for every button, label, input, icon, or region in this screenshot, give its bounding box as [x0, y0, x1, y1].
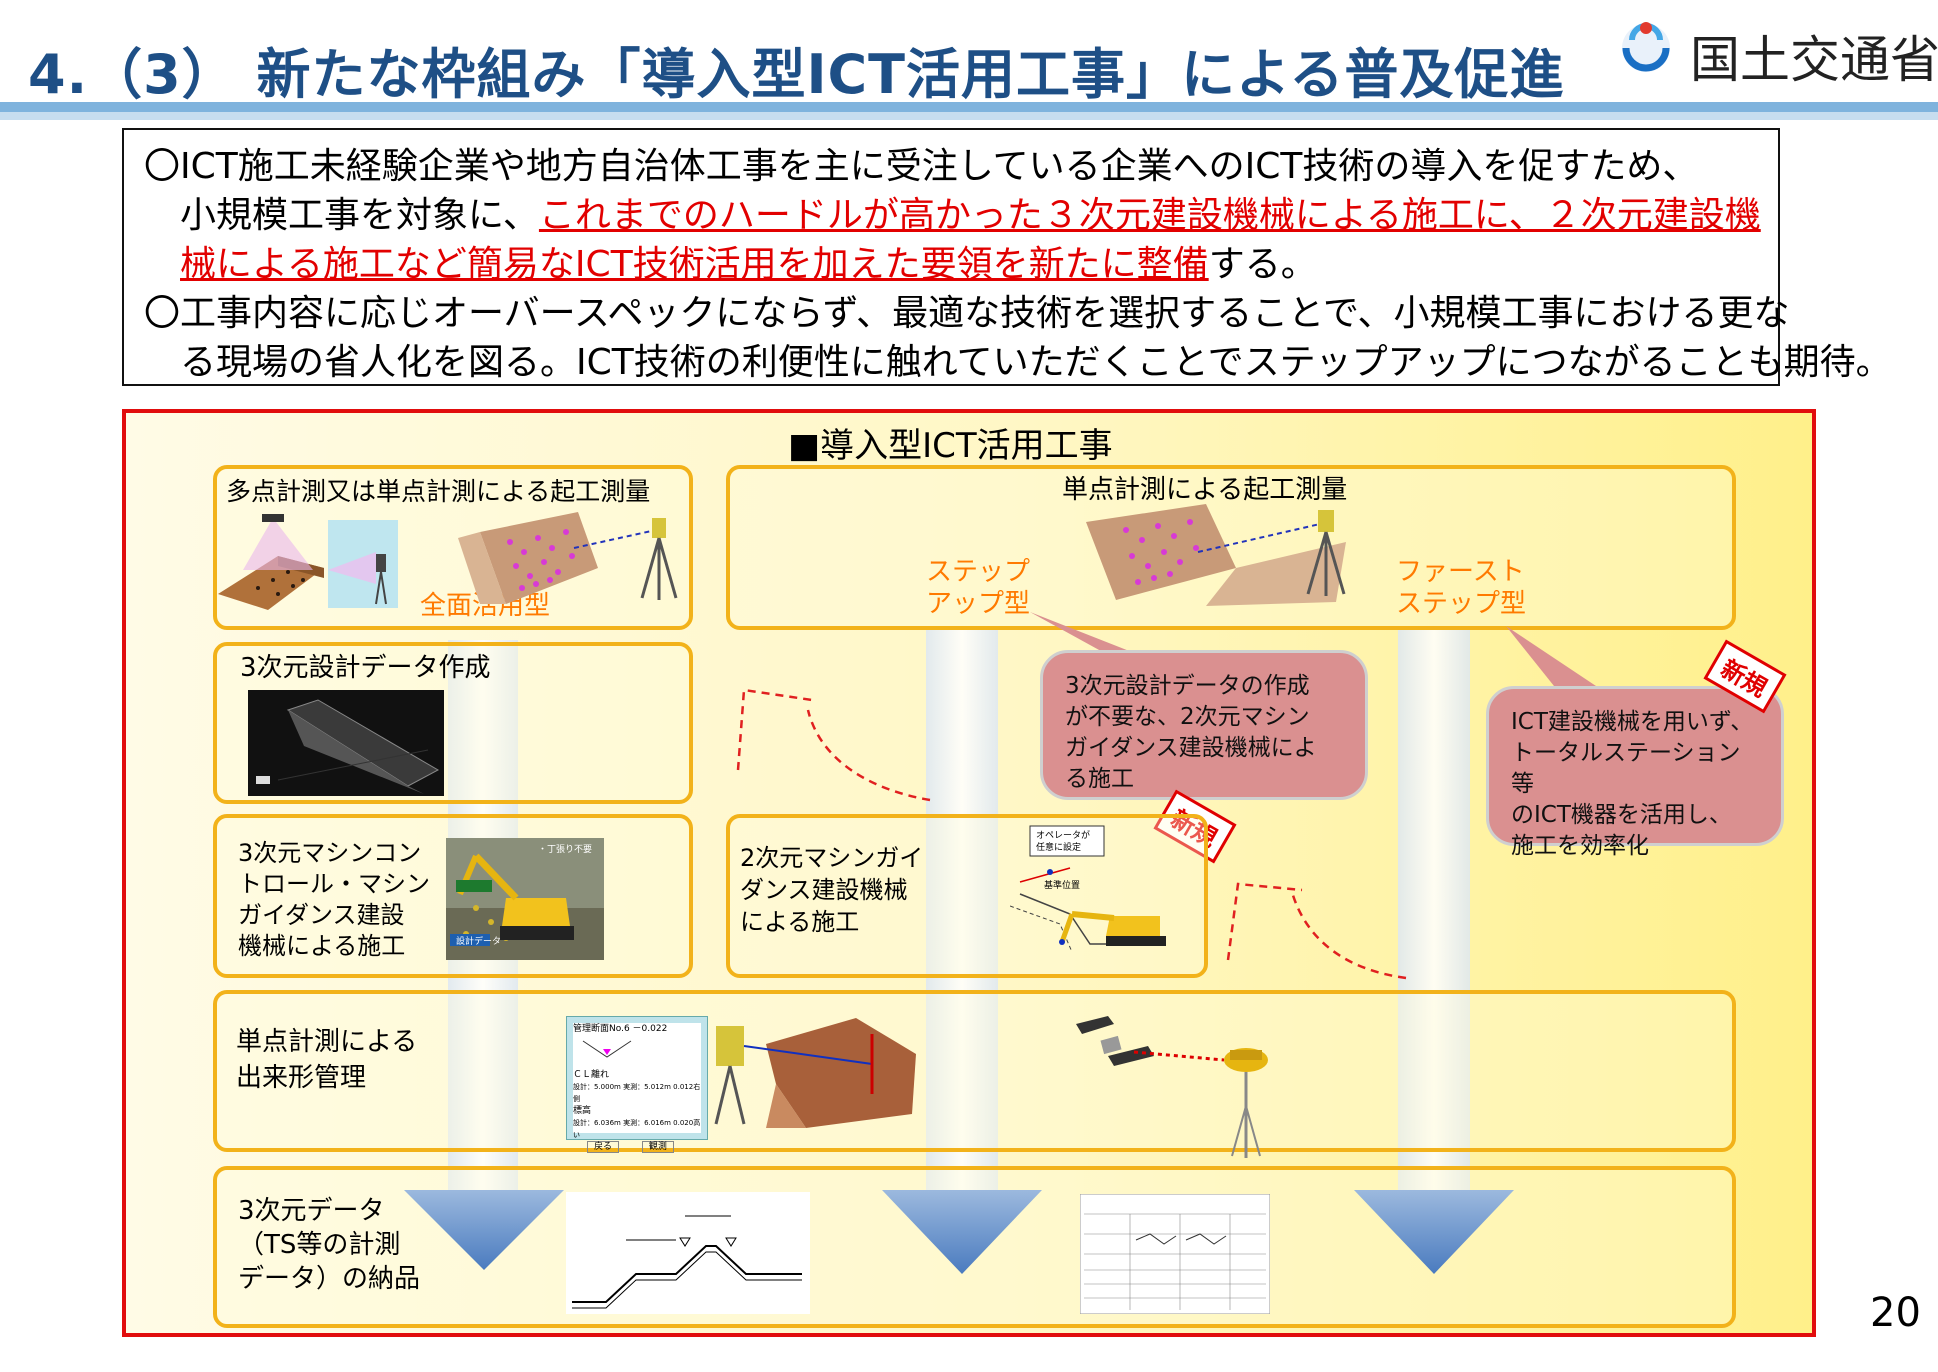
intro-line-5: る現場の省人化を図る。ICT技術の利便性に触れていただくことでステップアップにつ…	[144, 338, 1892, 387]
mg2d-line: による施工	[740, 908, 860, 936]
single-point-mgmt-box	[213, 990, 1736, 1152]
intro-line-3: 械による施工など簡易なICT技術活用を加えた要領を新たに整備する。	[144, 240, 1317, 289]
intro-highlight: これまでのハードルが高かった３次元建設機械による施工に、２次元建設機	[538, 195, 1761, 236]
mgmt-line: 単点計測による	[236, 1027, 418, 1057]
design-data-image	[248, 690, 444, 796]
bubble-text: が不要な、2次元マシン	[1065, 704, 1310, 730]
flow-column-first	[1398, 628, 1470, 1200]
mgmt-line: 出来形管理	[236, 1063, 367, 1093]
dashed-arrow-right	[1226, 882, 1407, 980]
intro-text: 小規模工事を対象に、	[144, 195, 539, 236]
excavator-label-design: 設計データ	[456, 935, 501, 947]
logo-text: 国土交通省	[1690, 31, 1938, 89]
down-arrow-stepup	[882, 1190, 1042, 1274]
mc-line: 3次元マシンコン	[238, 839, 422, 867]
mc-line: トロール・マシン	[238, 870, 430, 898]
mg2d-construction-box	[726, 814, 1208, 978]
screen-profile-icon	[582, 1040, 632, 1058]
intro-text: 〇工事内容に応じオーバースペックにならず、最適な技術を選択することで、小規模工事…	[144, 293, 1790, 334]
delivery-line: データ）の納品	[238, 1264, 421, 1294]
screen-measure-button: 観測	[641, 1141, 674, 1153]
intro-box: 〇ICT施工未経験企業や地方自治体工事を主に受注している企業へのICT技術の導入…	[122, 128, 1892, 386]
bubble-pointer-stepup	[1030, 612, 1142, 656]
mlit-emblem-icon	[1622, 22, 1670, 72]
single-point-mgmt-label: 単点計測による 出来形管理	[236, 1024, 417, 1096]
first-type-label-1: ファースト	[1396, 557, 1525, 587]
single-point-survey-illustration	[714, 1018, 916, 1128]
screen-row: 設計：6.036m 実測：6.016m 0.020高い	[573, 1119, 701, 1139]
bubble-text: る施工	[1065, 766, 1134, 792]
excavator-label-no-stake: ・丁張り不要	[538, 844, 592, 855]
mlit-logo	[1612, 14, 1922, 84]
mg2d-excavator-diagram: オペレータが 任意に設定 基準位置	[1010, 825, 1166, 953]
bubble-text: トータルステーション等	[1511, 740, 1741, 797]
bubble-text: ガイダンス建設機械によ	[1065, 735, 1317, 761]
measurement-screen: 管理断面No.6 －0.022 ＣＬ離れ 設計：5.000m 実測：5.012m…	[566, 1016, 708, 1153]
operator-label-2: 任意に設定	[1036, 841, 1081, 853]
stepup-type-label-1: ステップ	[926, 557, 1031, 587]
intro-text: る現場の省人化を図る。ICT技術の利便性に触れていただくことでステップアップにつ…	[144, 342, 1892, 383]
page-number: 20	[1870, 1290, 1921, 1336]
intro-text: 〇ICT施工未経験企業や地方自治体工事を主に受注している企業へのICT技術の導入…	[144, 146, 1699, 187]
survey-multi-illustration	[218, 512, 678, 610]
bubble-text: のICT機器を活用し、	[1511, 802, 1732, 828]
cross-section-drawing	[566, 1192, 810, 1314]
dashed-arrow-left	[736, 688, 931, 802]
screen-row: 設計：5.000m 実測：5.012m 0.012右側	[573, 1083, 701, 1103]
down-arrow-full	[404, 1190, 564, 1270]
first-type-label-2: ステップ型	[1396, 589, 1527, 619]
mg2d-line: 2次元マシンガイ	[740, 844, 924, 872]
base-position-label: 基準位置	[1044, 879, 1080, 891]
mg2d-line: ダンス建設機械	[740, 876, 908, 904]
screen-row: 標高	[573, 1106, 592, 1116]
stepup-description-bubble: 3次元設計データの作成 が不要な、2次元マシン ガイダンス建設機械によ る施工	[1040, 650, 1368, 800]
bubble-text: 3次元設計データの作成	[1065, 673, 1310, 699]
delivery-label: 3次元データ （TS等の計測 データ）の納品	[238, 1194, 420, 1296]
screen-title: 管理断面No.6 －0.022	[573, 1024, 668, 1034]
first-description-bubble: ICT建設機械を用いず、 トータルステーション等 のICT機器を活用し、 施工を…	[1486, 686, 1784, 859]
operator-label-1: オペレータが	[1036, 829, 1090, 841]
intro-text: する。	[1208, 244, 1317, 285]
excavator-photo: 設計データ ・丁張り不要	[446, 838, 604, 960]
slide-title: 4.（3） 新たな枠組み「導入型ICT活用工事」による普及促進	[28, 43, 1565, 106]
survey-multi-label: 多点計測又は単点計測による起工測量	[226, 477, 651, 506]
survey-single-label: 単点計測による起工測量	[1062, 475, 1348, 505]
delivery-line: （TS等の計測	[238, 1230, 401, 1260]
intro-highlight: 械による施工など簡易なICT技術活用を加えた要領を新たに整備	[180, 244, 1209, 285]
intro-line-1: 〇ICT施工未経験企業や地方自治体工事を主に受注している企業へのICT技術の導入…	[144, 142, 1698, 191]
gnss-illustration	[1076, 1016, 1268, 1158]
stepup-type-label-2: アップ型	[926, 589, 1031, 619]
mc-line: ガイダンス建設	[238, 901, 405, 929]
intro-text	[144, 244, 180, 285]
header-band-light	[0, 112, 1938, 120]
intro-line-2: 小規模工事を対象に、これまでのハードルが高かった３次元建設機械による施工に、２次…	[144, 191, 1761, 240]
mc-construction-label: 3次元マシンコン トロール・マシン ガイダンス建設 機械による施工	[238, 838, 430, 962]
design-data-label: 3次元設計データ作成	[240, 653, 491, 683]
survey-multi-box	[213, 465, 693, 630]
mg2d-construction-label: 2次元マシンガイ ダンス建設機械 による施工	[740, 842, 923, 938]
mc-line: 機械による施工	[238, 932, 406, 960]
screen-back-button: 戻る	[587, 1141, 620, 1153]
flow-column-stepup	[926, 628, 998, 1200]
survey-single-illustration	[1086, 504, 1346, 606]
bubble-text: 施工を効率化	[1511, 833, 1649, 859]
header-band	[0, 102, 1938, 112]
intro-line-4: 〇工事内容に応じオーバースペックにならず、最適な技術を選択することで、小規模工事…	[144, 289, 1790, 338]
diagram-title: ■導入型ICT活用工事	[788, 426, 1113, 466]
bubble-text: ICT建設機械を用いず、	[1511, 709, 1754, 735]
screen-row: ＣＬ離れ	[573, 1070, 610, 1080]
delivery-line: 3次元データ	[238, 1196, 385, 1226]
report-sheet-image	[1080, 1194, 1270, 1314]
down-arrow-first	[1354, 1190, 1514, 1274]
